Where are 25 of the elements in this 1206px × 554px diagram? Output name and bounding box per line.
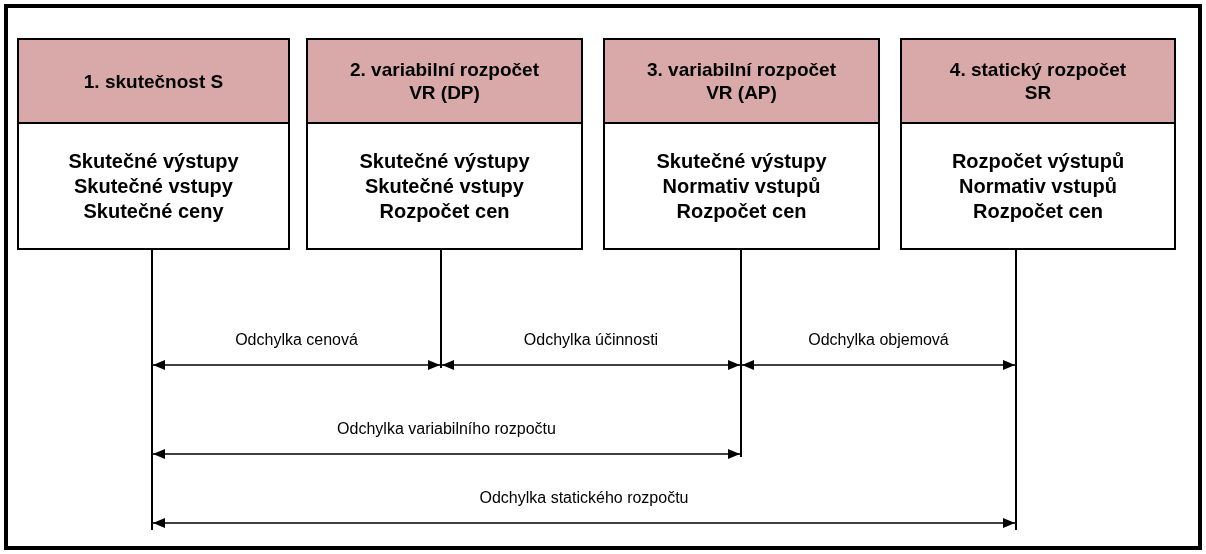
extension-line	[740, 250, 742, 457]
process-box	[900, 38, 1176, 250]
double-arrow	[741, 360, 1016, 370]
extension-line	[151, 250, 153, 530]
box-text: Skutečné výstupy Normativ vstupů Rozpočet cen	[655, 148, 828, 224]
box-text: Skutečné výstupy Skutečné vstupy Rozpočet cen	[358, 148, 531, 224]
edge-label: Odchylka variabilního rozpočtu	[335, 420, 558, 438]
process-box	[306, 38, 583, 250]
double-arrow	[152, 449, 741, 459]
extension-line	[440, 250, 442, 368]
box-heading: 2. variabilní rozpočet VR (DP)	[349, 58, 540, 104]
extension-line	[1015, 250, 1017, 530]
box-text: Rozpočet výstupů Normativ vstupů Rozpočet cen	[950, 148, 1126, 224]
box-heading: 1. skutečnost S	[83, 69, 224, 93]
double-arrow	[441, 360, 741, 370]
process-box	[603, 38, 880, 250]
process-box	[17, 38, 290, 250]
box-heading: 4. statický rozpočet SR	[948, 58, 1128, 104]
edge-label: Odchylka statického rozpočtu	[477, 489, 691, 507]
double-arrow	[152, 518, 1016, 528]
edge-label: Odchylka cenová	[233, 331, 360, 349]
edge-label: Odchylka objemová	[806, 331, 951, 349]
double-arrow	[152, 360, 441, 370]
box-text: Skutečné výstupy Skutečné vstupy Skutečné ceny	[67, 148, 240, 224]
box-heading: 3. variabilní rozpočet VR (AP)	[646, 58, 837, 104]
